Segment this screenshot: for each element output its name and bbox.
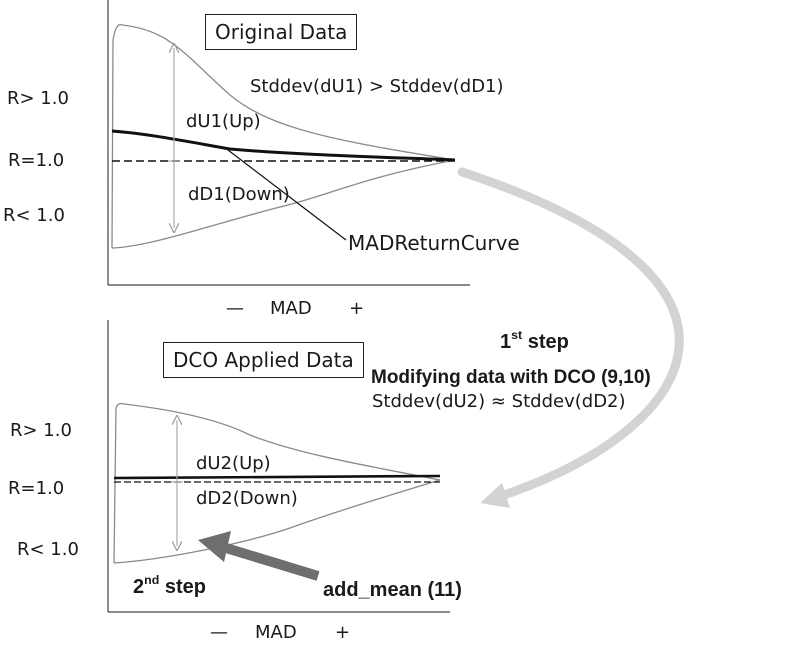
step2-suffix: nd	[144, 573, 160, 588]
curve-label: MADReturnCurve	[348, 231, 520, 255]
step1-word: step	[527, 331, 569, 353]
bottom-lower-envelope	[113, 479, 441, 564]
top-down-label: dD1(Down)	[188, 184, 290, 205]
step2-arrowhead	[198, 531, 231, 562]
step1-heading: 1st step	[500, 329, 569, 353]
curve-label-leader	[227, 149, 347, 241]
step2-heading: 2nd step	[133, 574, 206, 598]
top-mad-return-curve	[111, 129, 456, 162]
top-inequality: Stddev(dU1) > Stddev(dD1)	[250, 76, 504, 97]
bottom-panel-title: DCO Applied Data	[163, 342, 364, 378]
top-axis-plus: +	[349, 298, 365, 319]
bottom-mad-return-curve	[113, 474, 441, 480]
step2-arrow-shaft	[224, 543, 320, 581]
bottom-axis-plus: +	[335, 622, 351, 643]
top-label-r-low: R< 1.0	[3, 205, 65, 226]
step1-equation: Stddev(dU2) ≈ Stddev(dD2)	[372, 391, 626, 412]
top-upper-envelope	[111, 23, 456, 249]
bottom-panel-axes	[107, 320, 450, 613]
step1-curved-arrow	[457, 167, 684, 502]
bottom-axis-label: MAD	[255, 622, 297, 643]
step1-description: Modifying data with DCO (9,10)	[371, 367, 651, 388]
top-label-r-high: R> 1.0	[7, 88, 69, 109]
bottom-up-label: dU2(Up)	[196, 453, 271, 474]
top-up-label: dU1(Up)	[186, 111, 261, 132]
top-axis-minus: —	[226, 298, 244, 319]
top-panel-axes	[107, 0, 470, 286]
step2-word: step	[164, 576, 206, 598]
step2-description: add_mean (11)	[323, 579, 462, 601]
bottom-label-r-high: R> 1.0	[10, 420, 72, 441]
step1-suffix: st	[511, 328, 523, 343]
bottom-axis-minus: —	[210, 622, 228, 643]
bottom-label-r-low: R< 1.0	[17, 539, 79, 560]
bottom-upper-envelope	[113, 402, 441, 564]
top-lower-envelope	[111, 159, 456, 249]
bottom-label-r-eq: R=1.0	[8, 478, 65, 499]
top-panel-title: Original Data	[205, 14, 358, 50]
bottom-down-label: dD2(Down)	[196, 488, 298, 509]
step1-number: 1	[500, 331, 512, 353]
top-axis-label: MAD	[270, 298, 312, 319]
top-label-r-eq: R=1.0	[8, 150, 65, 171]
step1-arrowhead	[480, 483, 510, 508]
step2-number: 2	[133, 576, 145, 598]
